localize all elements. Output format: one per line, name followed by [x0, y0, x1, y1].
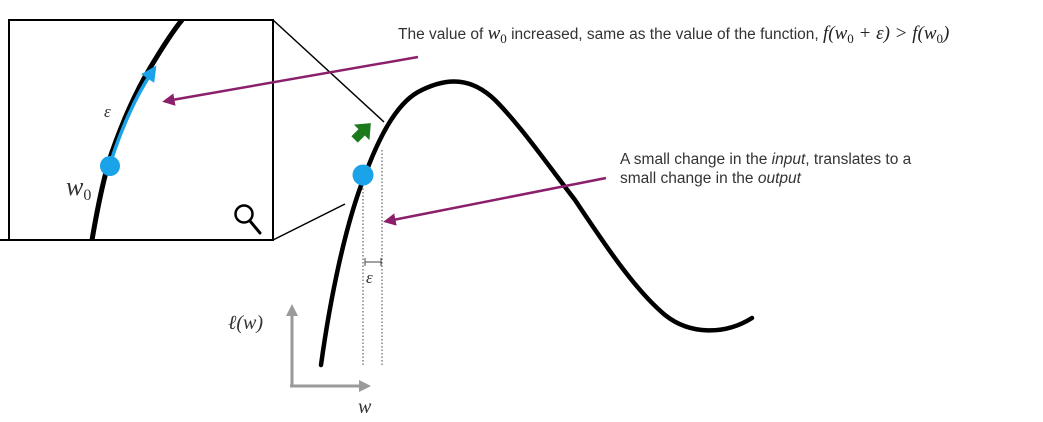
- label-w0-sub: 0: [83, 187, 92, 204]
- annotation-right-line1: A small change in the input, translates …: [620, 150, 911, 169]
- inset-loss-curve: [89, 20, 185, 240]
- label-y-axis: ℓ(w): [228, 312, 263, 334]
- annotation-right: A small change in the input, translates …: [620, 150, 911, 188]
- annotation-top-math: f(w0 + ε) > f(w0): [823, 23, 950, 46]
- pointer-arrow-top: [162, 55, 419, 106]
- annotation-top: The value of w0 increased, same as the v…: [398, 23, 950, 46]
- label-epsilon-inset: ε: [104, 102, 111, 121]
- annotation-top-math-c: ): [943, 23, 950, 44]
- up-right-arrow-icon: [351, 123, 371, 143]
- inset-point-w0: [100, 156, 120, 176]
- label-epsilon-main: ε: [366, 268, 373, 287]
- label-w0-var: w: [66, 172, 84, 201]
- annotation-right-line1-em: input: [771, 151, 806, 168]
- annotation-right-line2-a: small change in the: [620, 170, 758, 187]
- epsilon-interval-bracket: [364, 258, 382, 266]
- label-x-axis: w: [358, 396, 372, 418]
- annotation-right-line1-a: A small change in the: [620, 151, 772, 168]
- magnifier-icon: [234, 204, 262, 235]
- pointer-arrow-right: [383, 176, 607, 226]
- annotation-top-math-b: + ε) > f(w: [853, 23, 937, 44]
- annotation-right-line2-em: output: [757, 170, 801, 187]
- annotation-right-line2: small change in the output: [620, 169, 911, 188]
- annotation-top-w-var: w: [487, 23, 501, 44]
- label-w0: w0: [66, 172, 92, 204]
- zoom-inset-box: [8, 19, 274, 241]
- annotation-top-middle: increased, same as the value of the func…: [506, 26, 824, 43]
- annotation-top-prefix: The value of: [398, 26, 488, 43]
- zoom-connector-bottom: [272, 203, 346, 241]
- annotation-top-w: w0: [487, 23, 507, 46]
- annotation-right-line1-b: , translates to a: [805, 151, 912, 168]
- annotation-top-w-sub: 0: [500, 31, 507, 46]
- zoom-connector-top: [272, 19, 385, 123]
- inset-epsilon-arrow: [110, 65, 157, 159]
- main-point-w0: [352, 164, 374, 186]
- annotation-top-math-a: f(w: [823, 23, 848, 44]
- main-loss-curve: [318, 79, 755, 368]
- annotation-top-math-b-sub: 0: [936, 31, 944, 46]
- annotation-top-math-a-sub: 0: [847, 31, 854, 46]
